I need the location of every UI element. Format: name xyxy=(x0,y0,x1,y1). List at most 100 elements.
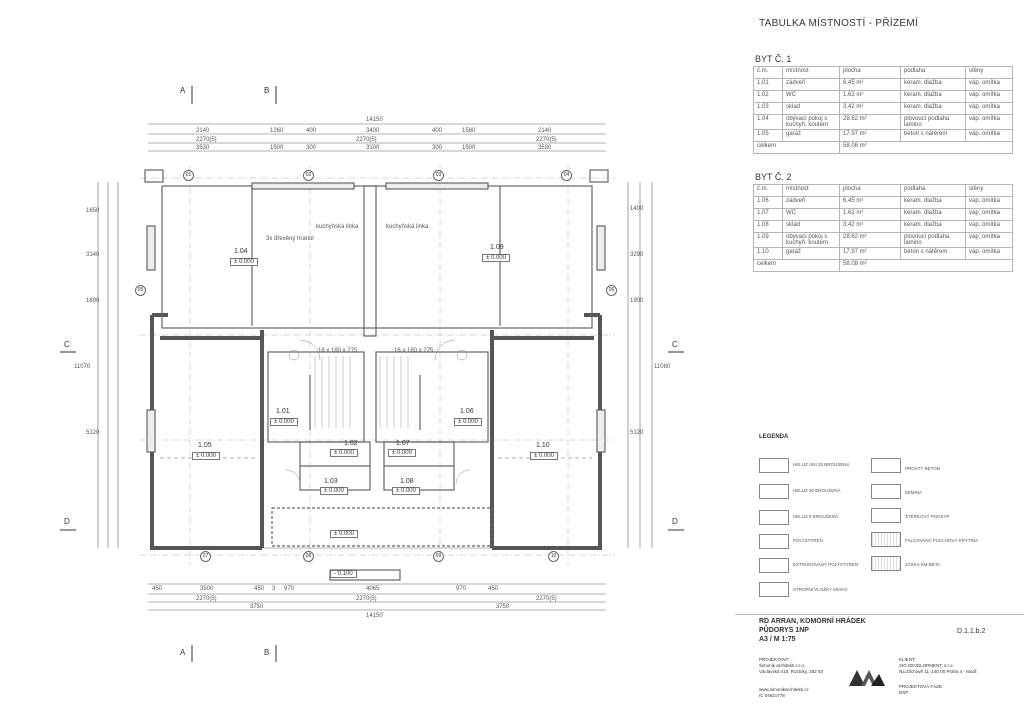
table-cell: 1.07 xyxy=(753,208,783,221)
legend-label-km-beta: ZÁŠKA KM BETA xyxy=(905,562,941,567)
legend-label-polystyrene: POLYSTYREN xyxy=(793,538,823,543)
client-name: SIG DEVELOPMENT, s.r.o. xyxy=(899,663,954,668)
designer-label: PROJEKTANT: xyxy=(759,657,790,662)
room-level-1-08: ± 0.000 xyxy=(392,487,420,495)
dim-top-r3-3: 300 xyxy=(306,145,317,151)
room-number-1-09: 1.09 xyxy=(490,244,504,251)
dim-bot-7: 970 xyxy=(456,586,467,592)
section-mark-b-top: B xyxy=(264,86,270,95)
table-cell: váp. omítka xyxy=(965,102,1013,115)
dim-top-7: 2140 xyxy=(538,128,552,134)
table-cell: váp. omítka xyxy=(965,114,1013,130)
dim-bot-6: 4065 xyxy=(366,586,380,592)
legend-title: LEGENDA xyxy=(759,434,789,440)
room-number-1-10: 1.10 xyxy=(536,442,550,449)
section-mark-c-left: C xyxy=(64,340,70,349)
total-area: 58.08 m² xyxy=(839,141,1013,154)
table-cell: váp. omítka xyxy=(965,129,1013,142)
designer-name: Šimonik architekti s.r.o. xyxy=(759,663,806,668)
legend-swatch-heluz-8 xyxy=(759,510,789,525)
dim-left-4: 5120 xyxy=(86,430,100,436)
legend-label-heluz-30: HELUZ 30 BROUŠENÁ xyxy=(793,488,841,493)
dim-right-1: 1400 xyxy=(630,206,644,212)
dim-bot-5: 970 xyxy=(284,586,295,592)
room-number-1-05: 1.05 xyxy=(198,442,212,449)
dim-left-1: 1650 xyxy=(86,208,100,214)
table-cell: plovoucí podlaha lamino xyxy=(900,114,966,130)
dim-top-6: 1580 xyxy=(462,128,476,134)
dim-top-r2-3: 2270(5) xyxy=(536,137,557,143)
dim-left-2: 3140 xyxy=(86,252,100,258)
room-level-1-04: ± 0.000 xyxy=(230,258,258,266)
legend-swatch-gravel xyxy=(871,508,901,523)
floor-plan-drawing xyxy=(60,86,684,662)
table-cell: 28.62 m² xyxy=(839,114,901,130)
outside-level: - 0.100 xyxy=(330,570,357,578)
legend-label-gravel: ŠTĚRKOVÝ PODSYP xyxy=(905,514,950,519)
table-cell: váp. omítka xyxy=(965,196,1013,209)
dim-top-r3-7: 3530 xyxy=(538,145,552,151)
dim-top-5: 400 xyxy=(432,128,443,134)
table-cell: beton s nátěrem xyxy=(900,129,966,142)
table-cell: 1.62 m² xyxy=(839,208,901,221)
designer-web: www.simonikarchitekti.cz xyxy=(759,687,809,692)
drawing-name: PŮDORYS 1NP xyxy=(759,627,809,634)
room-number-1-02: 1.02 xyxy=(344,440,358,447)
table-cell: váp. omítka xyxy=(965,247,1013,260)
axis-marker-4: 04 xyxy=(561,170,572,181)
dim-bot-r2-1: 2270(5) xyxy=(196,596,217,602)
legend-swatch-heluz-25 xyxy=(759,458,789,473)
legend-swatch-roofing xyxy=(871,532,901,547)
total-label: celkem xyxy=(753,141,840,154)
table-cell: váp. omítka xyxy=(965,232,1013,248)
dim-top-r2-1: 2270(5) xyxy=(196,137,217,143)
floor-plan: A B C C D D A B 14150 2140 1260 400 3400… xyxy=(60,86,684,662)
dim-right-5: 11080 xyxy=(654,364,671,370)
designer-ico: IČ 04621778 xyxy=(759,693,785,698)
apartment-2-heading: BYT Č. 2 xyxy=(755,172,792,182)
axis-marker-2: 02 xyxy=(303,170,314,181)
table-cell: 6.45 m² xyxy=(839,78,901,91)
project-title: RD ARRAN, KOMORNÍ HRÁDEK xyxy=(759,618,866,625)
table-cell: 6.45 m² xyxy=(839,196,901,209)
table-cell: 3.42 m² xyxy=(839,220,901,233)
dim-right-2: 3290 xyxy=(630,252,644,258)
kitchen-note-right: kuchyňská linka xyxy=(386,224,429,230)
architect-logo xyxy=(849,670,885,686)
table-cell: 1.06 xyxy=(753,196,783,209)
legend-swatch-concrete xyxy=(871,458,901,473)
section-mark-b-bottom: B xyxy=(264,648,270,657)
dim-bot-r2-3: 2270(5) xyxy=(536,596,557,602)
phase-label: PROJEKTOVÁ FÁZE: xyxy=(899,684,944,689)
table-cell: 1.10 xyxy=(753,247,783,260)
total-label: celkem xyxy=(753,259,840,272)
dim-top-r3-1: 3530 xyxy=(196,145,210,151)
table-cell: 3.42 m² xyxy=(839,102,901,115)
table-cell: plocha xyxy=(839,66,901,79)
room-number-1-06: 1.06 xyxy=(460,408,474,415)
dim-top-4: 3400 xyxy=(366,128,380,134)
table-cell: keram. dlažba xyxy=(900,102,966,115)
axis-marker-3: 03 xyxy=(433,170,444,181)
dim-bot-3: 450 xyxy=(254,586,265,592)
table-cell: keram. dlažba xyxy=(900,90,966,103)
table-cell: podlaha xyxy=(900,66,966,79)
table-cell: 1.05 xyxy=(753,129,783,142)
section-mark-d-left: D xyxy=(64,517,70,526)
table-cell: keram. dlažba xyxy=(900,196,966,209)
stair-note-right: 16 x 180 x 275 xyxy=(394,348,434,354)
drawing-code: D.1.1.b.2 xyxy=(957,628,986,635)
table-cell: plocha xyxy=(839,184,901,197)
table-cell: váp. omítka xyxy=(965,90,1013,103)
info-panel: TABULKA MÍSTNOSTÍ - PŘÍZEMÍ BYT Č. 1 č.m… xyxy=(735,0,1024,724)
dim-top-total: 14150 xyxy=(366,117,383,123)
